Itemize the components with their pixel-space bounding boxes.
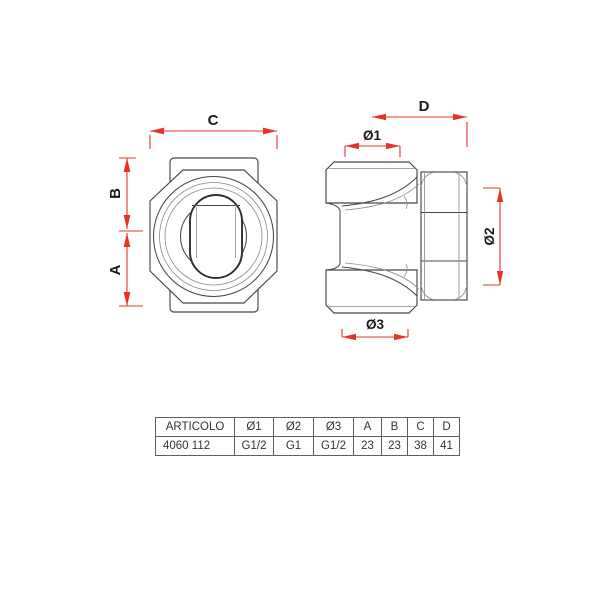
- arrowhead: [496, 188, 504, 202]
- spec-header-diameter-3: Ø3: [313, 417, 354, 437]
- arrowhead: [123, 158, 131, 172]
- dimension-d: D: [372, 98, 468, 147]
- upper-fillet-curl: [403, 195, 408, 210]
- side-nut-outline: [420, 171, 468, 301]
- lower-fillet-curl: [403, 263, 408, 278]
- front-view: C B A: [107, 112, 278, 313]
- spec-header-articolo: ARTICOLO: [155, 417, 235, 437]
- spec-header-b: B: [381, 417, 408, 437]
- spec-header-diameter-1: Ø1: [234, 417, 274, 437]
- nut-corner-arc: [454, 284, 468, 300]
- spec-header-diameter-2: Ø2: [273, 417, 314, 437]
- dimension-label-diameter-2: Ø2: [482, 227, 497, 245]
- dimension-label-b: B: [107, 188, 124, 199]
- arrowhead: [123, 233, 131, 247]
- upper-fillet-curve-inner: [344, 183, 420, 211]
- dimension-a: A: [107, 233, 143, 307]
- spec-value-c: 38: [407, 436, 434, 456]
- body-waist-outline: [325, 202, 341, 271]
- arrowhead: [123, 292, 131, 306]
- upper-fillet-curve: [341, 176, 418, 207]
- arrowhead: [345, 142, 359, 150]
- arrowhead: [263, 127, 277, 135]
- spec-table: ARTICOLO Ø1 Ø2 Ø3 A B C D 4060 112 G1/2 …: [155, 417, 460, 456]
- bottom-port-outline: [325, 269, 418, 314]
- spec-header-c: C: [407, 417, 434, 437]
- dimension-b: B: [107, 157, 143, 232]
- arrowhead: [342, 333, 356, 341]
- nut-outer-circle: [152, 175, 275, 298]
- spec-value-diameter-3: G1/2: [313, 436, 354, 456]
- nut-corner-arc: [454, 172, 468, 188]
- arrowhead: [123, 215, 131, 229]
- spec-value-a: 23: [353, 436, 382, 456]
- arrowhead: [453, 113, 467, 121]
- spec-value-diameter-2: G1: [273, 436, 314, 456]
- spec-header-row: ARTICOLO Ø1 Ø2 Ø3 A B C D: [155, 417, 460, 437]
- dimension-label-d: D: [419, 98, 430, 115]
- dimension-diameter-3: Ø3: [341, 317, 409, 341]
- dimension-diameter-1: Ø1: [344, 128, 401, 157]
- spec-value-row: 4060 112 G1/2 G1 G1/2 23 23 38 41: [155, 436, 460, 456]
- side-view: D Ø1 Ø2 Ø3: [325, 98, 504, 341]
- nut-corner-arc: [420, 172, 434, 188]
- dimension-label-c: C: [208, 112, 219, 129]
- spec-value-articolo: 4060 112: [155, 436, 235, 456]
- arrowhead: [386, 142, 400, 150]
- dimension-c: C: [149, 112, 278, 149]
- arrowhead: [496, 271, 504, 285]
- spec-header-d: D: [433, 417, 460, 437]
- thread-circle: [164, 187, 263, 286]
- nut-corner-arc: [420, 284, 434, 300]
- spec-value-diameter-1: G1/2: [234, 436, 274, 456]
- spec-value-d: 41: [433, 436, 460, 456]
- spec-header-a: A: [353, 417, 382, 437]
- lower-fillet-curve-inner: [344, 262, 420, 290]
- lower-fillet-curve: [341, 266, 418, 297]
- dimension-label-diameter-3: Ø3: [366, 317, 385, 332]
- dimension-label-a: A: [107, 264, 124, 275]
- arrowhead: [372, 113, 386, 121]
- dimension-label-diameter-1: Ø1: [363, 128, 382, 143]
- dimension-diameter-2: Ø2: [482, 187, 504, 286]
- arrowhead: [394, 333, 408, 341]
- center-bore-capsule: [189, 194, 243, 279]
- spec-value-b: 23: [381, 436, 408, 456]
- arrowhead: [150, 127, 164, 135]
- nut-chamfer-circle: [159, 182, 268, 291]
